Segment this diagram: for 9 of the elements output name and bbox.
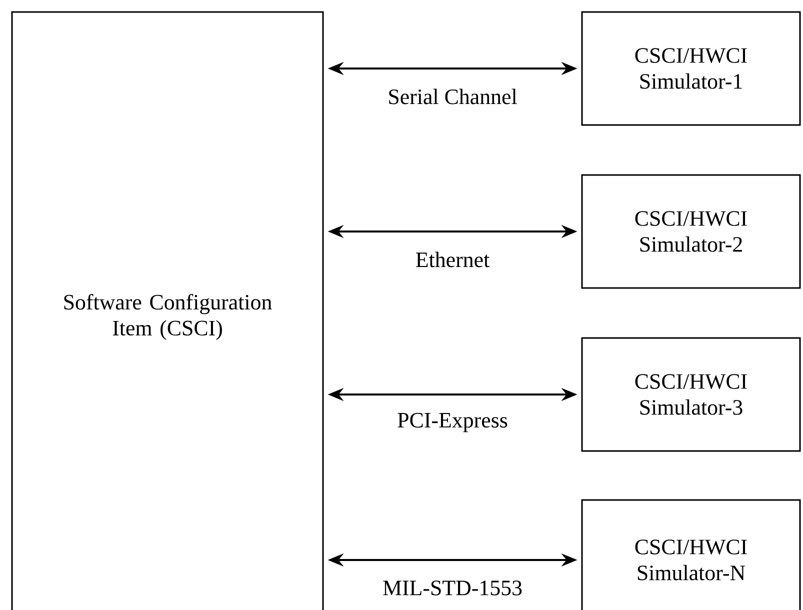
edge-label: MIL-STD-1553 bbox=[383, 580, 522, 596]
edge-label: Ethernet bbox=[416, 252, 490, 268]
simulator-box: CSCI/HWCI Simulator-N bbox=[581, 499, 801, 610]
edge-label: Serial Channel bbox=[389, 88, 517, 104]
system-box: Software Configuration Item (CSCI) bbox=[11, 11, 324, 610]
simulator-box: CSCI/HWCI Simulator-1 bbox=[581, 11, 801, 126]
simulator-box: CSCI/HWCI Simulator-3 bbox=[581, 337, 801, 452]
simulator-box: CSCI/HWCI Simulator-2 bbox=[581, 174, 801, 289]
edge-label: PCI-Express bbox=[398, 412, 508, 432]
